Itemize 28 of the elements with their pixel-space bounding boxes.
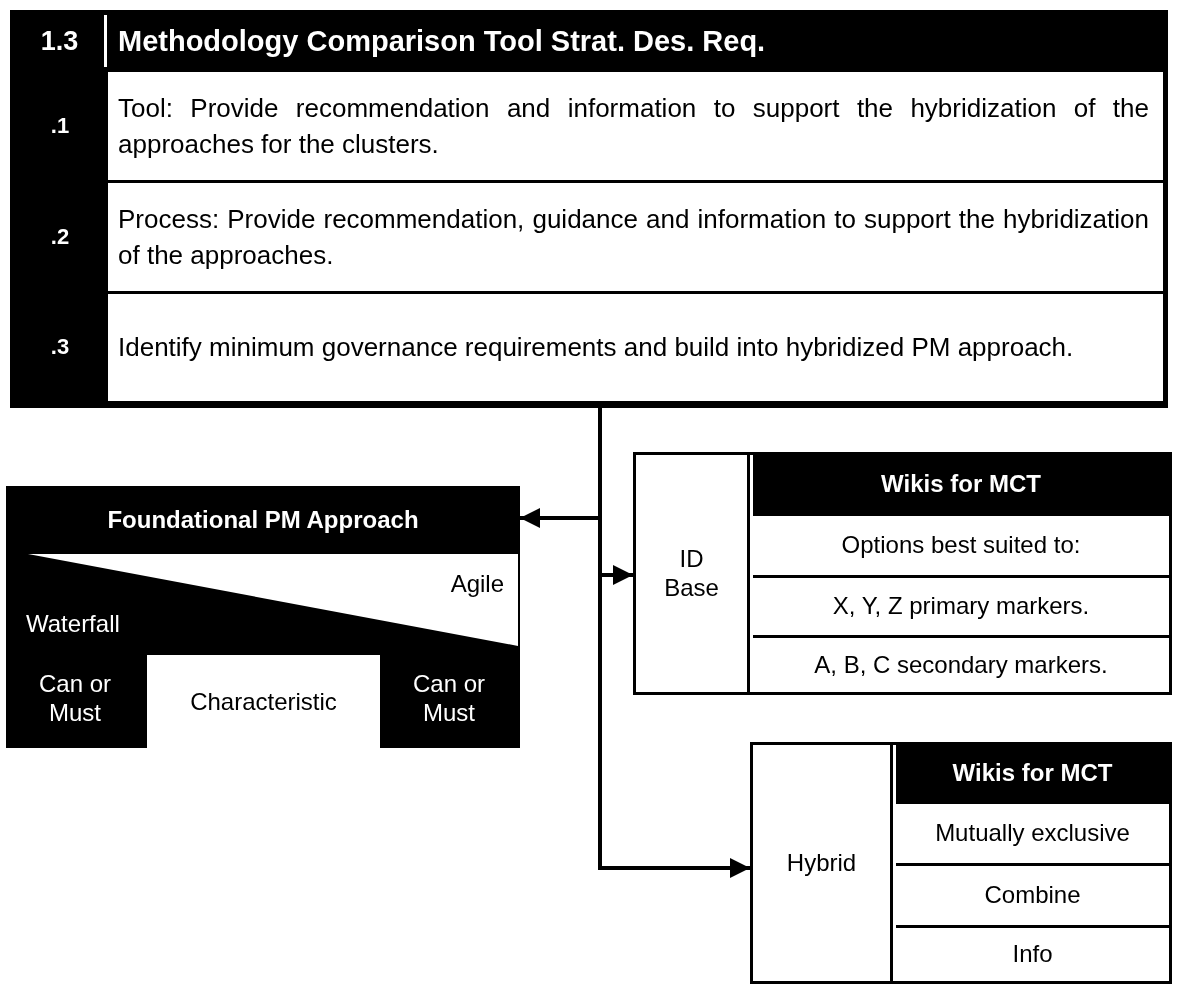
- table-cell: X, Y, Z primary markers.: [753, 575, 1169, 635]
- table-cell: Info: [896, 925, 1169, 981]
- panel-title: Foundational PM Approach: [106, 504, 420, 535]
- table-cell: Options best suited to:: [753, 513, 1169, 575]
- requirement-text: Process: Provide recommendation, guidance and information to support the hybridization of the approaches.: [108, 183, 1163, 291]
- table-cell: A, B, C secondary markers.: [753, 635, 1169, 692]
- table-cell: Combine: [896, 863, 1169, 925]
- section-number: 1.3: [15, 15, 107, 67]
- section-title: Methodology Comparison Tool Strat. Des. Req.: [117, 23, 767, 59]
- option-label: Can or Must: [37, 669, 112, 728]
- table-cell: Mutually exclusive: [896, 801, 1169, 863]
- side-label: ID Base: [636, 455, 750, 692]
- scale-label: Waterfall: [26, 608, 120, 639]
- approach-panel: [6, 486, 520, 748]
- table-header: Wikis for MCT: [896, 745, 1169, 801]
- row-number: .3: [49, 333, 71, 362]
- requirement-text: Identify minimum governance requirements and build into hybridized PM approach.: [108, 294, 1163, 401]
- table-header: Wikis for MCT: [753, 455, 1169, 513]
- scale-label: Agile: [450, 568, 504, 599]
- option-label: Can or Must: [411, 669, 486, 728]
- wiki-panel: [750, 742, 1172, 984]
- wiki-panel: [633, 452, 1172, 695]
- requirements-table: [10, 10, 1168, 408]
- row-number: .1: [49, 111, 71, 140]
- characteristic-box: Characteristic: [147, 655, 380, 748]
- row-number: .2: [49, 222, 71, 251]
- requirement-text: Tool: Provide recommendation and information to support the hybridization of the approaches for the clusters.: [108, 72, 1163, 180]
- side-label: Hybrid: [753, 745, 893, 981]
